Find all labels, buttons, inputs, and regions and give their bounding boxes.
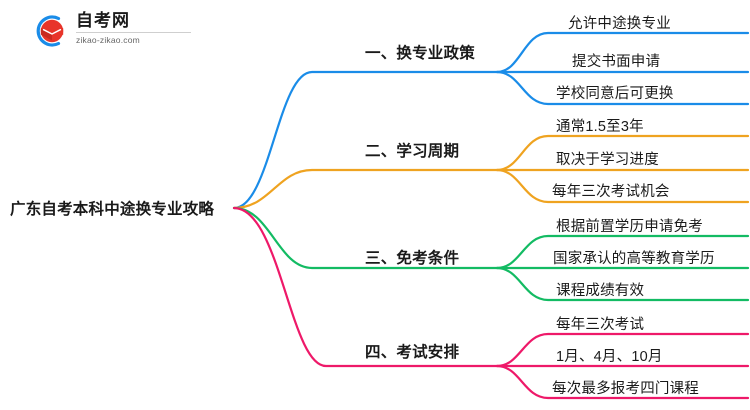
logo-subtitle: zikao-zikao.com bbox=[76, 32, 191, 45]
mindmap-leaf-3-2[interactable]: 国家承认的高等教育学历 bbox=[553, 251, 715, 267]
mindmap-root-node[interactable]: 广东自考本科中途换专业攻略 bbox=[10, 201, 215, 218]
mindmap-leaf-1-1[interactable]: 允许中途换专业 bbox=[568, 16, 671, 32]
mindmap-leaf-4-2[interactable]: 1月、4月、10月 bbox=[556, 349, 663, 365]
site-logo: 自考网 zikao-zikao.com bbox=[28, 9, 191, 53]
mindmap-leaf-3-1[interactable]: 根据前置学历申请免考 bbox=[556, 219, 703, 235]
branch-connector-2 bbox=[232, 134, 750, 210]
branch-connector-4 bbox=[232, 206, 750, 400]
mindmap-branch-2[interactable]: 二、学习周期 bbox=[365, 143, 460, 160]
branch-connector-1 bbox=[232, 31, 750, 210]
mindmap-leaf-2-3[interactable]: 每年三次考试机会 bbox=[552, 184, 670, 200]
mindmap-branch-3[interactable]: 三、免考条件 bbox=[365, 250, 460, 267]
mindmap-leaf-4-1[interactable]: 每年三次考试 bbox=[556, 317, 645, 333]
mindmap-leaf-2-2[interactable]: 取决于学习进度 bbox=[556, 152, 659, 168]
mindmap-leaf-2-1[interactable]: 通常1.5至3年 bbox=[556, 119, 644, 135]
mindmap-leaf-1-3[interactable]: 学校同意后可更换 bbox=[556, 86, 674, 102]
mindmap-branch-4[interactable]: 四、考试安排 bbox=[365, 344, 460, 361]
graduation-cap-logo-icon bbox=[28, 11, 70, 51]
mindmap-leaf-3-3[interactable]: 课程成绩有效 bbox=[556, 283, 645, 299]
mindmap-branch-1[interactable]: 一、换专业政策 bbox=[365, 45, 475, 62]
logo-title: 自考网 bbox=[76, 11, 130, 30]
mindmap-leaf-4-3[interactable]: 每次最多报考四门课程 bbox=[552, 381, 699, 397]
mindmap-leaf-1-2[interactable]: 提交书面申请 bbox=[572, 54, 661, 70]
